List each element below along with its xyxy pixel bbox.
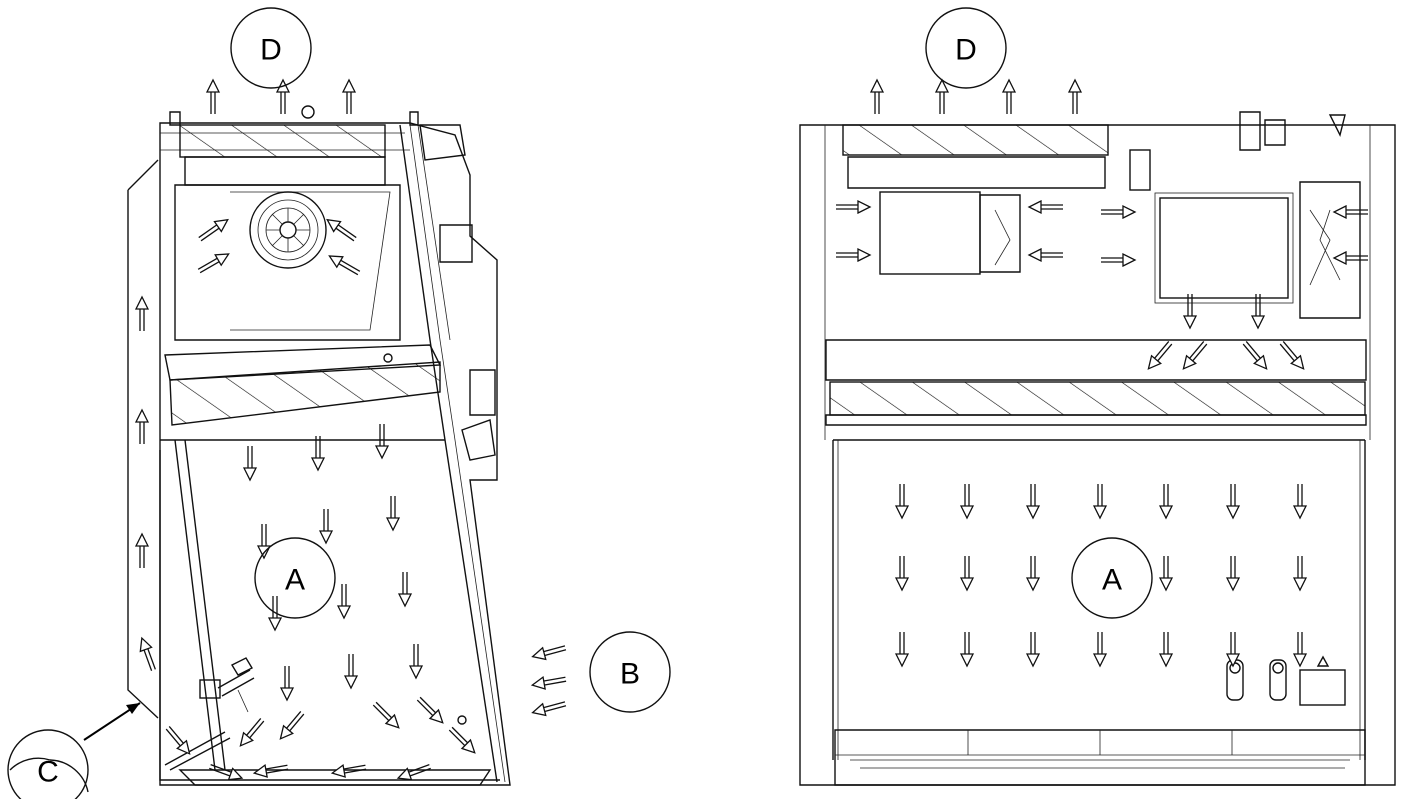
callout-B: B [589,631,671,713]
callout-label: B [620,658,640,691]
callout-label: D [955,34,977,67]
callout-A-side: A [254,537,336,619]
side-back-panel [127,159,159,719]
side-exhaust-filter [179,124,386,158]
callout-label: C [37,756,59,789]
front-housing-outline [799,124,1396,786]
blower-fan [249,191,327,269]
front-supply-filter [829,381,1366,416]
side-front-panel [399,124,498,783]
front-exhaust-filter [842,124,1109,156]
side-view [127,105,511,786]
side-supply-filter [169,361,441,426]
callout-A-front: A [1071,537,1153,619]
warning-panel [1299,669,1346,706]
front-gas-outlets [1226,659,1287,701]
callout-D-front: D [925,7,1007,89]
callout-D-side: D [230,7,312,89]
front-view [799,111,1396,786]
callout-label: A [285,564,305,597]
front-motor-unit [1159,197,1289,299]
gas-valve [199,657,255,713]
callout-label: D [260,34,282,67]
front-work-zone [832,439,1366,760]
callout-C: C [7,702,141,799]
side-work-zone [159,439,500,781]
callout-label: A [1102,564,1122,597]
